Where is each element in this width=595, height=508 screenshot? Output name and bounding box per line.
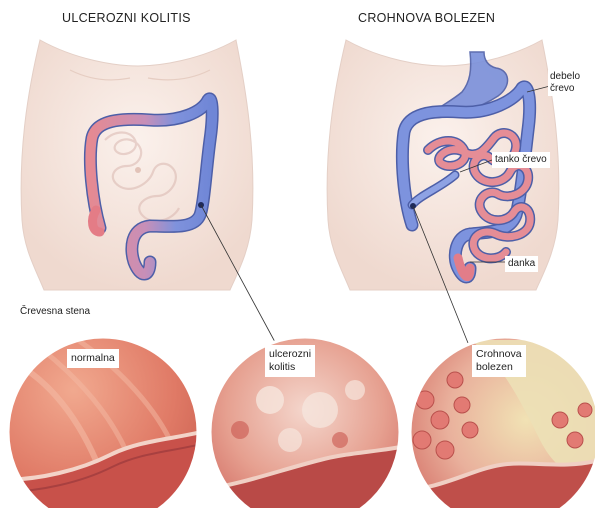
label-large-intestine: debelo črevo — [548, 70, 582, 96]
label-normal: normalna — [67, 349, 119, 368]
section-label-intestinal-wall: Črevesna stena — [20, 306, 90, 317]
title-crohns-disease: CROHNOVA BOLEZEN — [358, 11, 495, 25]
label-ulcerative-colitis: ulcerozni kolitis — [265, 345, 315, 377]
label-ileum: danka — [505, 256, 538, 272]
label-crohns-disease: Crohnova bolezen — [472, 345, 526, 377]
title-ulcerative-colitis: ULCEROZNI KOLITIS — [62, 11, 191, 25]
label-small-intestine: tanko črevo — [492, 152, 550, 168]
